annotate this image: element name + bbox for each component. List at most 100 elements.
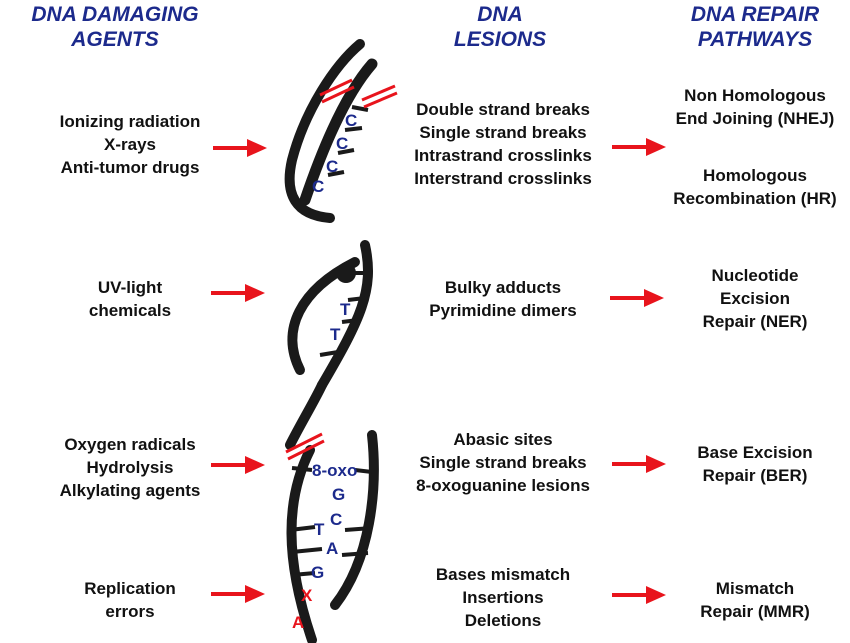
base-letter: G [311, 563, 324, 582]
arrow-right-icon [612, 455, 666, 473]
agents-row-4: Replication errors [25, 577, 235, 623]
bulky-adduct [336, 263, 356, 283]
break-mark [287, 439, 325, 461]
repair-label: Excision [720, 289, 790, 308]
lesion-label: Bases mismatch [435, 565, 571, 584]
agent-label: UV-light [97, 278, 163, 297]
base-pair-rung [344, 126, 363, 132]
lesion-label: Deletions [464, 611, 542, 630]
header-agents-line-2: AGENTS [71, 28, 159, 51]
break-mark [321, 85, 355, 104]
agent-label: Oxygen radicals [64, 435, 196, 454]
agent-label: chemicals [88, 301, 172, 320]
repair-label: Non Homologous [684, 86, 826, 105]
break-mark [361, 84, 396, 102]
helix-strand-lower-link [285, 380, 327, 450]
base-letter: T [330, 325, 341, 344]
oxo-label: 8-oxo [312, 461, 357, 480]
helix-strand-lower-back [330, 430, 379, 610]
base-pair-rung [327, 170, 345, 177]
helix-strand-middle-back [317, 240, 373, 390]
base-pair-rung [319, 350, 339, 357]
repair-label: Base Excision [697, 443, 813, 462]
repair-label: Repair (BER) [702, 466, 808, 485]
lesion-label: Double strand breaks [416, 100, 590, 119]
repair-hr: Homologous Recombination (HR) [660, 164, 850, 210]
arrow-right-icon [612, 138, 666, 156]
header-lesions-line-1: DNA [477, 3, 523, 26]
agent-label: Hydrolysis [86, 458, 174, 477]
helix-strand-upper-back [299, 58, 378, 206]
break-mark [319, 78, 353, 97]
base-letter: C [312, 177, 324, 196]
repair-label: Homologous [703, 166, 807, 185]
base-letter: C [336, 134, 348, 153]
lesion-label: Bulky adducts [444, 278, 562, 297]
repair-label: End Joining (NHEJ) [675, 109, 835, 128]
lesion-label: Single strand breaks [419, 453, 587, 472]
base-letter: T [314, 520, 325, 539]
base-letter: C [345, 111, 357, 130]
repair-mmr: Mismatch Repair (MMR) [660, 577, 850, 623]
agents-row-1: Ionizing radiation X-rays Anti-tumor dru… [25, 110, 235, 179]
helix-strand-lower-front [286, 445, 317, 643]
base-pair-rung [291, 547, 323, 554]
lesion-label: Single strand breaks [419, 123, 587, 142]
base-pair-rung [344, 526, 373, 532]
repair-label: Mismatch [715, 579, 795, 598]
arrow-right-icon [211, 284, 265, 302]
arrow-right-icon [211, 456, 265, 474]
base-pair-rung [351, 105, 369, 112]
agent-label: Anti-tumor drugs [60, 158, 200, 177]
base-pair-rung [291, 571, 316, 577]
helix-strand-upper-front [284, 39, 365, 223]
repair-ner: Nucleotide Excision Repair (NER) [660, 264, 850, 333]
lesion-label: Abasic sites [453, 430, 553, 449]
lesion-label: Pyrimidine dimers [429, 301, 577, 320]
repair-nhej: Non Homologous End Joining (NHEJ) [660, 84, 850, 130]
base-pair-rung [289, 525, 316, 532]
base-pair-rung [291, 466, 313, 472]
agent-label: Replication [84, 579, 176, 598]
break-mark [285, 432, 323, 454]
base-pair-rung [341, 318, 359, 324]
mismatch-wrong-base: X [301, 586, 313, 605]
arrow-right-icon [610, 289, 664, 307]
lesions-row-4: Bases mismatch Insertions Deletions [398, 563, 608, 632]
repair-ber: Base Excision Repair (BER) [660, 441, 850, 487]
base-pair-rung [347, 296, 366, 302]
agent-label: errors [105, 602, 155, 621]
agent-label: X-rays [104, 135, 156, 154]
repair-label: Repair (MMR) [700, 602, 810, 621]
header-lesions-line-2: LESIONS [453, 28, 547, 51]
lesions-row-1: Double strand breaks Single strand break… [398, 98, 608, 190]
lesion-label: Insertions [462, 588, 544, 607]
base-letter: C [330, 510, 342, 529]
base-pair-rung [354, 468, 373, 474]
base-letter: A [326, 539, 338, 558]
agent-label: Alkylating agents [59, 481, 201, 500]
base-letter: G [332, 485, 345, 504]
header-pathways: DNA REPAIR PATHWAYS [660, 2, 850, 52]
lesion-label: Intrastrand crosslinks [414, 146, 592, 165]
agents-row-2: UV-light chemicals [25, 276, 235, 322]
header-pathways-line-1: DNA REPAIR [690, 3, 820, 26]
mismatch-correct-base: A [292, 613, 304, 632]
base-pair-rung [337, 148, 355, 155]
base-pair-rung [341, 551, 369, 557]
lesions-row-2: Bulky adducts Pyrimidine dimers [398, 276, 608, 322]
repair-label: Recombination (HR) [673, 189, 837, 208]
header-agents: DNA DAMAGING AGENTS [0, 2, 230, 52]
header-pathways-line-2: PATHWAYS [697, 28, 813, 51]
lesion-label: 8-oxoguanine lesions [416, 476, 590, 495]
break-mark [363, 91, 398, 109]
header-lesions: DNA LESIONS [400, 2, 600, 52]
agents-row-3: Oxygen radicals Hydrolysis Alkylating ag… [25, 433, 235, 502]
repair-label: Nucleotide [711, 266, 799, 285]
base-letter: C [326, 157, 338, 176]
arrow-right-icon [213, 139, 267, 157]
base-letter: T [340, 300, 351, 319]
repair-label: Repair (NER) [702, 312, 808, 331]
lesion-label: Interstrand crosslinks [414, 169, 592, 188]
